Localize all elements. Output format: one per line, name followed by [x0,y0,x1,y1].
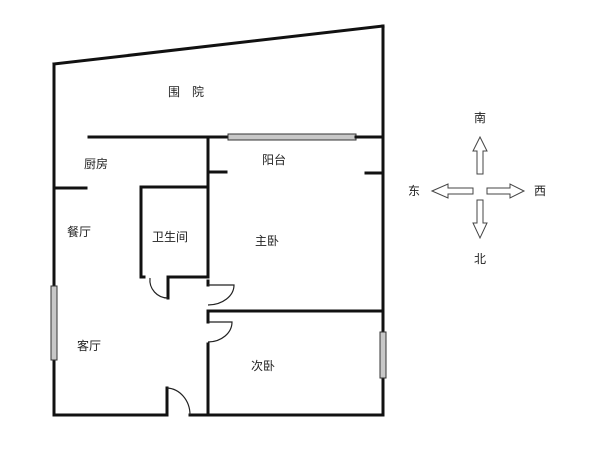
arrow-up-icon [472,135,488,175]
bathroom-wall [139,185,210,300]
compass-east-label: 东 [408,184,420,198]
bathroom-door-swing [149,277,169,299]
compass: 南 北 东 西 [408,110,546,266]
room-label-living-room: 客厅 [77,338,101,353]
arrow-down-icon [472,199,488,240]
compass-west-label: 西 [534,184,546,198]
room-label-kitchen: 厨房 [84,156,108,171]
room-label-courtyard: 围 院 [168,85,204,99]
room-label-dining: 餐厅 [67,224,91,239]
living-room-window [50,285,58,361]
second-bedroom-door-swing [207,321,233,343]
master-door-swing [207,284,235,306]
balcony-window [227,133,357,141]
entrance-door-swing [166,387,191,416]
room-label-second-bedroom: 次卧 [251,359,275,373]
second-bedroom-window [379,331,387,379]
outer-wall-top [52,24,385,66]
room-label-master-bedroom: 主卧 [255,234,279,248]
room-label-balcony: 阳台 [262,152,286,167]
room-label-bathroom: 卫生间 [152,230,188,244]
arrow-left-icon [430,183,474,199]
compass-north-label: 北 [474,252,486,266]
arrow-right-icon [486,183,526,199]
compass-south-label: 南 [474,110,486,125]
